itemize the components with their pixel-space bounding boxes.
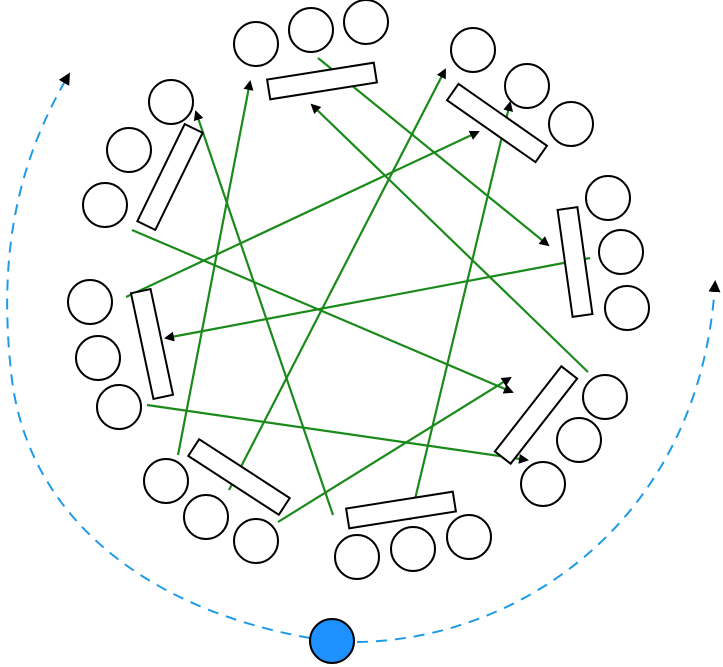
table-bottom-right xyxy=(493,364,628,507)
table-bottom-left xyxy=(143,437,292,564)
table-right xyxy=(556,175,650,331)
seat xyxy=(67,279,113,325)
seat xyxy=(446,514,492,560)
seat xyxy=(288,7,334,53)
seat xyxy=(556,417,602,463)
arrow-t4-to-t8 xyxy=(164,256,591,342)
table xyxy=(556,206,594,318)
seat xyxy=(143,458,189,504)
table-top-left xyxy=(82,79,204,232)
seat xyxy=(334,534,380,580)
table xyxy=(136,122,204,232)
table xyxy=(186,437,292,517)
table-left xyxy=(67,279,175,430)
table xyxy=(344,490,458,530)
table xyxy=(265,61,379,101)
arrow-t1-to-t4 xyxy=(310,103,589,373)
table xyxy=(445,82,549,164)
seat xyxy=(504,63,550,109)
arrow-t5-to-t2 xyxy=(146,403,529,464)
arrow-t0-to-t5 xyxy=(193,110,335,516)
table-top-right xyxy=(445,27,594,164)
rotation-path-right xyxy=(356,280,721,643)
seat xyxy=(233,518,279,564)
table-bottom xyxy=(334,490,492,580)
seat xyxy=(604,285,650,331)
table xyxy=(129,287,175,401)
seat xyxy=(520,461,566,507)
arrow-t5-to-t7 xyxy=(277,376,512,523)
seat xyxy=(390,526,436,572)
arrow-t3-to-t7 xyxy=(408,101,513,521)
seat xyxy=(582,374,628,420)
rotation-path-left xyxy=(6,72,311,639)
rotation-paths xyxy=(6,72,721,664)
seat xyxy=(343,0,389,45)
table xyxy=(493,364,579,466)
arrow-t0-to-t1 xyxy=(317,57,550,247)
seat xyxy=(96,384,142,430)
seat xyxy=(183,494,229,540)
seat xyxy=(585,175,631,221)
seat xyxy=(233,21,279,67)
seat xyxy=(148,79,194,125)
arrow-t2-to-t3 xyxy=(125,130,480,298)
seat xyxy=(598,229,644,275)
movement-arrows xyxy=(125,57,591,523)
tables xyxy=(67,0,650,580)
seat xyxy=(548,101,594,147)
arrow-t1-to-t6 xyxy=(228,68,446,491)
seat xyxy=(82,182,128,228)
start-marker xyxy=(309,618,355,664)
seat xyxy=(450,27,496,73)
seat xyxy=(106,127,152,173)
table-top xyxy=(233,0,389,101)
arrow-t8-to-t0 xyxy=(176,80,254,456)
arrow-t4-to-t6 xyxy=(131,228,514,394)
seat xyxy=(75,335,121,381)
